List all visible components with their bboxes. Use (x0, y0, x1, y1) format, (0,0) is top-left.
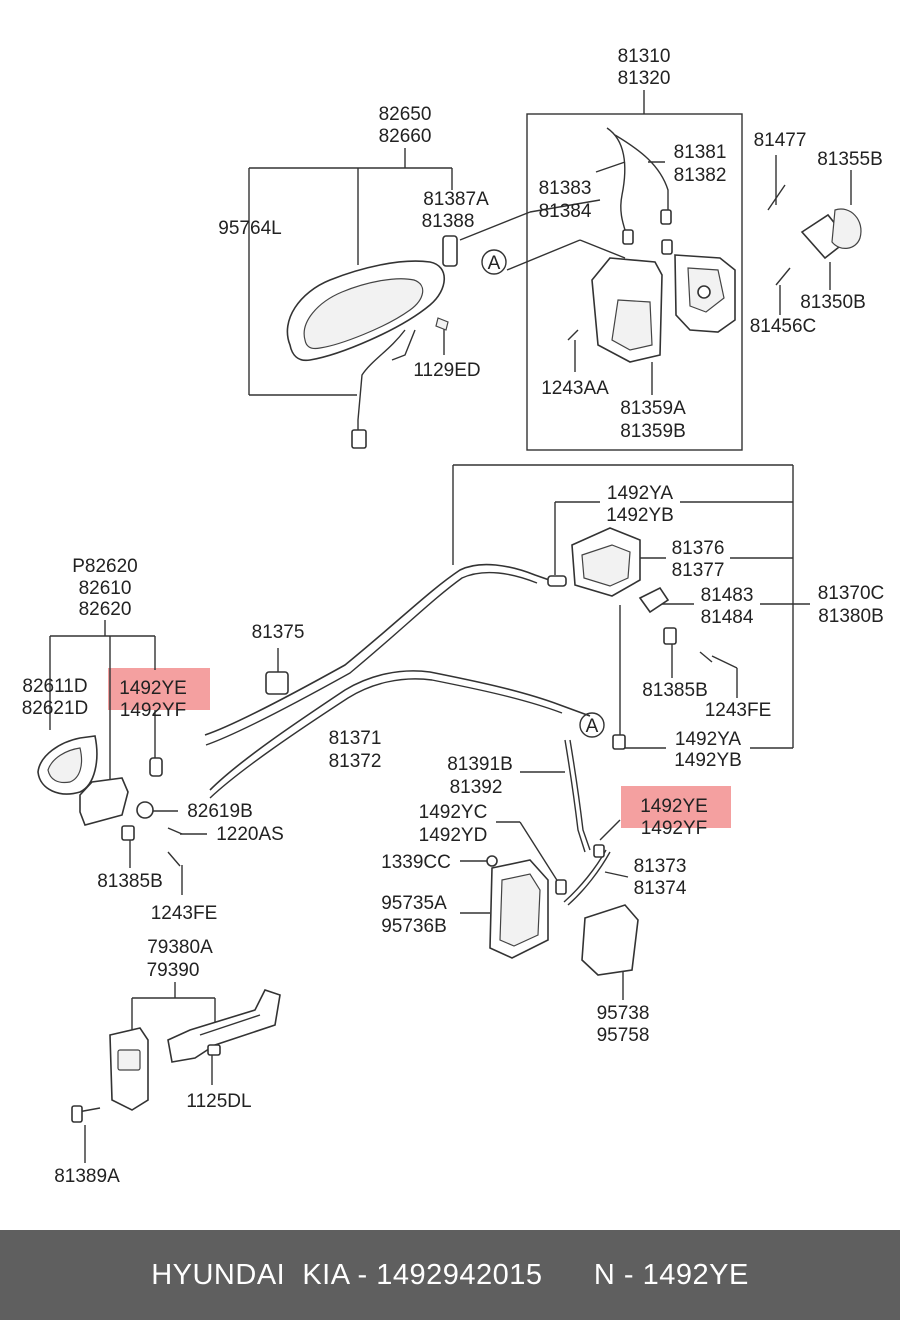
label-1243fe-left: 1243FE (151, 903, 218, 924)
label-1492ya-bottom: 1492YA (675, 729, 742, 750)
label-79390: 79390 (147, 960, 200, 981)
door-latch-parts-diagram: A A 81310 81320 82650 82660 81477 81355B… (22, 46, 885, 1187)
label-95764l: 95764L (218, 218, 281, 239)
label-81310: 81310 (618, 46, 671, 67)
label-1492yd: 1492YD (419, 825, 488, 846)
label-81320: 81320 (618, 68, 671, 89)
outside-door-handle (286, 235, 458, 449)
label-81372: 81372 (329, 751, 382, 772)
label-95738: 95738 (597, 1003, 650, 1024)
label-1125dl: 1125DL (186, 1091, 251, 1112)
label-81483: 81483 (701, 585, 754, 606)
label-81456c: 81456C (750, 316, 817, 337)
label-81381: 81381 (674, 142, 727, 163)
label-82660: 82660 (379, 126, 432, 147)
label-1220as: 1220AS (216, 824, 284, 845)
label-81374: 81374 (634, 878, 687, 899)
label-81385b-right: 81385B (642, 680, 708, 701)
label-82611d: 82611D (22, 676, 87, 697)
label-81350b: 81350B (800, 292, 866, 313)
label-82650: 82650 (379, 104, 432, 125)
callout-a-circle-1 (481, 249, 507, 275)
label-82621d: 82621D (22, 698, 89, 719)
label-81375: 81375 (252, 622, 305, 643)
label-95758: 95758 (597, 1025, 650, 1046)
label-1243aa: 1243AA (541, 378, 609, 399)
label-81383: 81383 (539, 178, 592, 199)
inside-handle-and-latch (37, 735, 639, 976)
label-81380b: 81380B (818, 606, 884, 627)
label-p82620: P82620 (72, 556, 138, 577)
label-1129ed: 1129ED (413, 360, 480, 381)
label-81389a: 81389A (54, 1166, 120, 1187)
label-81484: 81484 (701, 607, 754, 628)
rods-and-cables (204, 563, 611, 906)
highlight-1492ye-left (108, 668, 210, 710)
label-81359a: 81359A (620, 398, 686, 419)
label-82610: 82610 (79, 578, 132, 599)
label-81377: 81377 (672, 560, 725, 581)
label-95735a: 95735A (381, 893, 447, 914)
label-81355b: 81355B (817, 149, 883, 170)
label-1243fe-right: 1243FE (705, 700, 772, 721)
label-81392: 81392 (450, 777, 503, 798)
footer-part-number-text: HYUNDAI KIA - 1492942015 N - 1492YE (151, 1258, 749, 1291)
label-82619b: 82619B (187, 801, 253, 822)
label-81376: 81376 (672, 538, 725, 559)
callout-a-circle-2 (579, 712, 605, 738)
label-81388: 81388 (422, 211, 475, 232)
callout-a-1: A (488, 253, 501, 274)
label-1339cc: 1339CC (381, 852, 451, 873)
door-latch-assembly (567, 127, 862, 363)
label-1492yb-bottom: 1492YB (674, 750, 742, 771)
label-1492ye-right: 1492YE (640, 796, 708, 817)
label-1492yc: 1492YC (419, 802, 488, 823)
label-79380a: 79380A (147, 937, 213, 958)
label-81382: 81382 (674, 165, 727, 186)
label-81391b: 81391B (447, 754, 513, 775)
label-1492ya-top: 1492YA (607, 483, 674, 504)
label-95736b: 95736B (381, 916, 447, 937)
actuator-and-brackets (149, 527, 713, 777)
door-checker (71, 989, 281, 1123)
label-81371: 81371 (329, 728, 382, 749)
label-81359b: 81359B (620, 421, 686, 442)
label-81385b-left: 81385B (97, 871, 163, 892)
label-81370c: 81370C (818, 583, 885, 604)
label-1492yf-left: 1492YF (120, 700, 187, 721)
label-1492ye-left: 1492YE (119, 678, 187, 699)
label-81384: 81384 (539, 201, 592, 222)
callout-a-2: A (586, 716, 599, 737)
label-81387a: 81387A (423, 189, 489, 210)
label-81477: 81477 (754, 130, 807, 151)
label-81373: 81373 (634, 856, 687, 877)
label-1492yf-right: 1492YF (641, 818, 708, 839)
footer-bar: HYUNDAI KIA - 1492942015 N - 1492YE (0, 1230, 900, 1320)
part-labels: 81310 81320 82650 82660 81477 81355B 813… (22, 46, 885, 1187)
label-82620: 82620 (79, 599, 132, 620)
label-1492yb-top: 1492YB (606, 505, 674, 526)
highlight-1492ye-right (621, 786, 731, 828)
leader-lines (49, 90, 852, 1163)
